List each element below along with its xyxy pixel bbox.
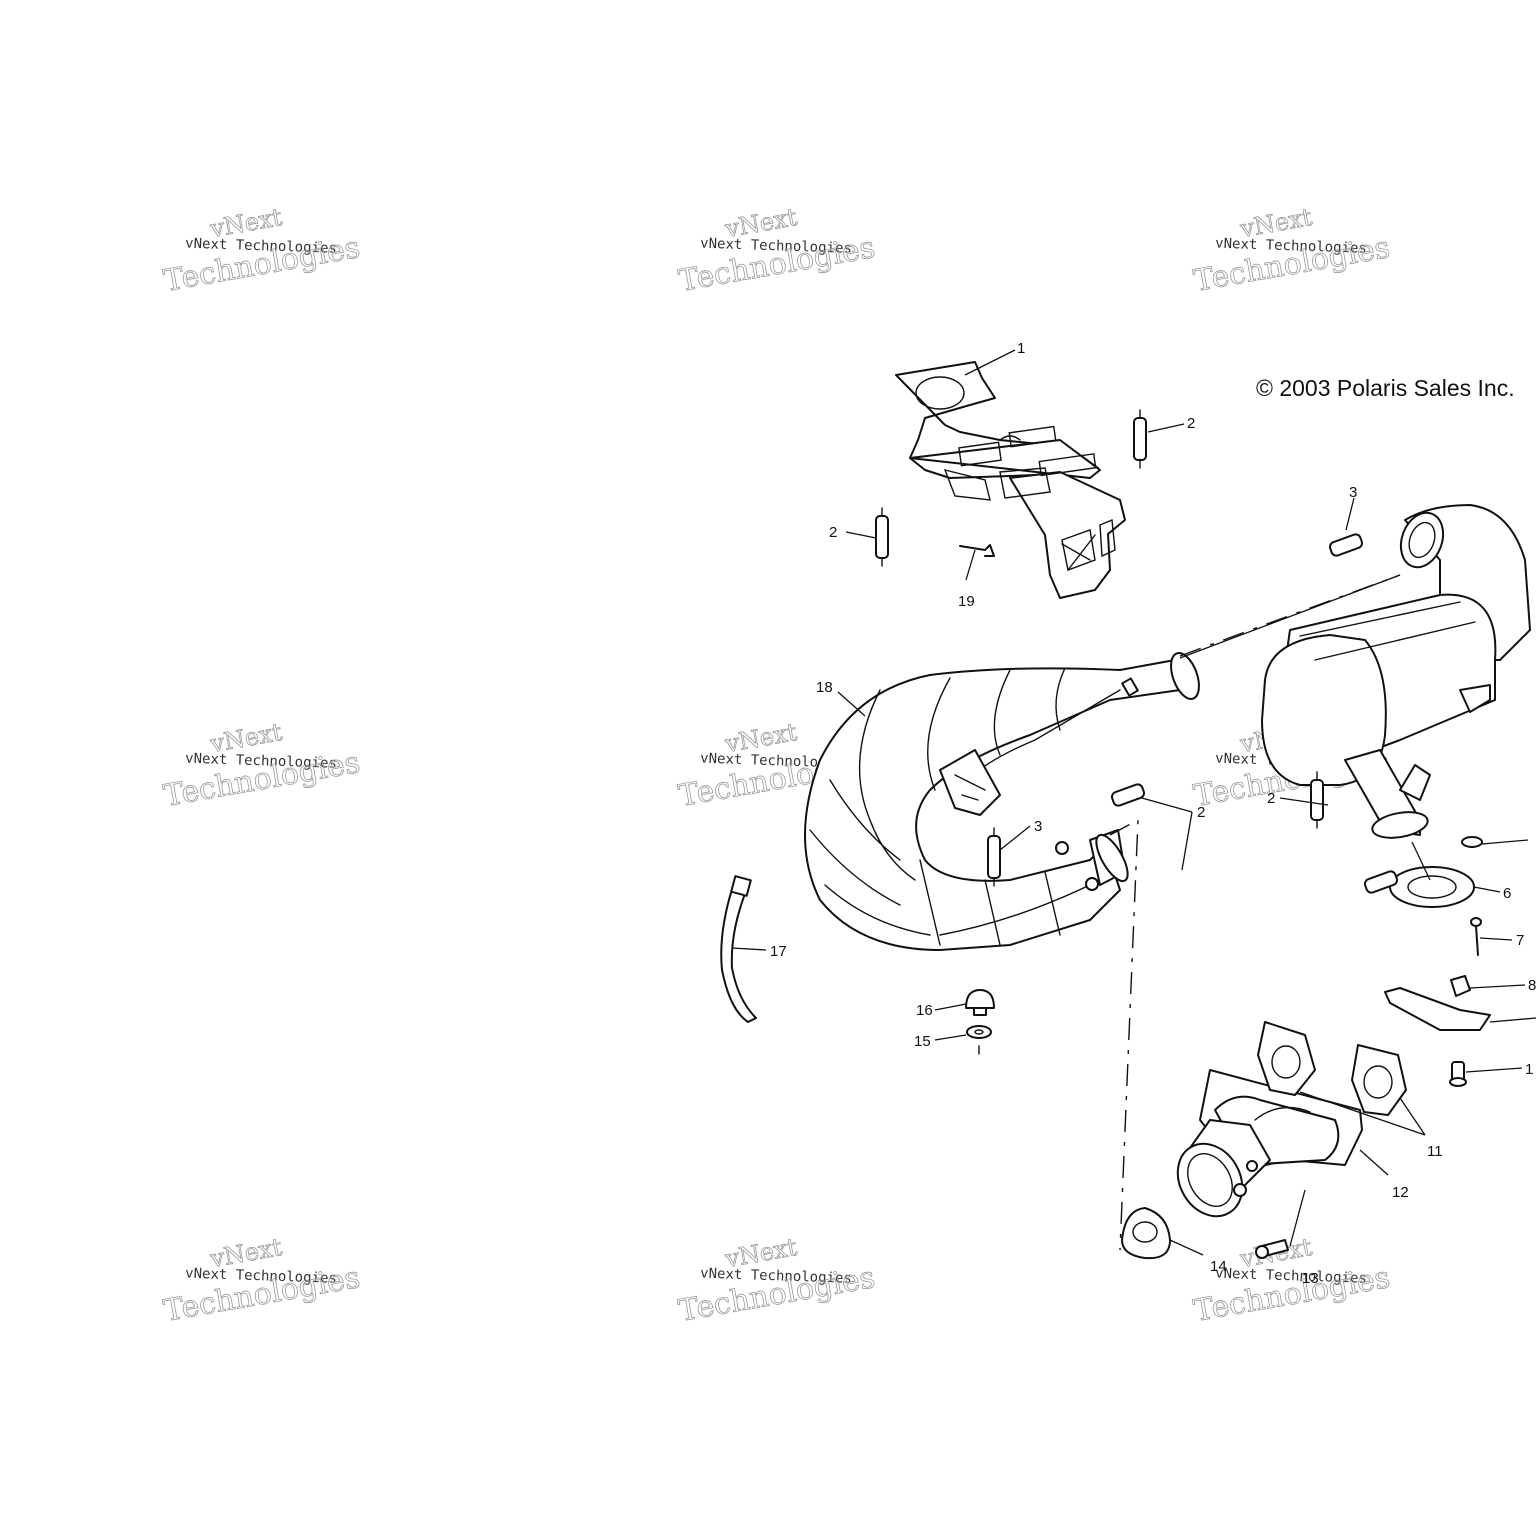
spring-3-lower — [987, 827, 1001, 887]
callout-2-left: 2 — [829, 524, 837, 541]
callout-14: 14 — [1210, 1258, 1227, 1275]
callout-3-upper: 3 — [1349, 484, 1357, 501]
callout-19: 19 — [958, 593, 975, 610]
callout-17: 17 — [770, 943, 787, 960]
callout-13: 13 — [1302, 1270, 1319, 1287]
exhaust-manifold — [1176, 1069, 1363, 1218]
watermark-line2: vNext Technologies — [185, 1266, 337, 1287]
stud — [1255, 1239, 1289, 1259]
gasket-right — [1351, 1044, 1407, 1116]
spring-2-mid-lower — [1363, 870, 1399, 894]
callout-6: 6 — [1503, 885, 1511, 902]
callout-18: 18 — [816, 679, 833, 696]
bolt-10 — [1449, 1061, 1467, 1087]
callout-15: 15 — [914, 1033, 931, 1050]
spring-2-top — [1133, 409, 1147, 469]
callout-2-mid: 2 — [1197, 804, 1205, 821]
watermark-line2: vNext Technologies — [700, 751, 852, 772]
spring-2-left — [875, 507, 889, 567]
leader-lines — [731, 349, 1536, 1256]
alignment-line-manifold — [1109, 818, 1139, 1251]
silencer — [1261, 504, 1531, 839]
watermark-top-center: vNext vNext Technologies Technologies — [676, 203, 878, 300]
expansion-pipe — [804, 652, 1200, 951]
bracket-plate — [1384, 987, 1491, 1031]
clip — [959, 544, 995, 557]
callout-1: 1 — [1017, 340, 1025, 357]
callout-2-top: 2 — [1187, 415, 1195, 432]
strap — [720, 875, 757, 1023]
mounting-bracket — [895, 361, 1126, 599]
watermark-line2: vNext Technologies — [1215, 236, 1367, 257]
washer-right — [1461, 836, 1483, 848]
callout-2-right: 2 — [1267, 790, 1275, 807]
callout-3-lower: 3 — [1034, 818, 1042, 835]
seal-ring — [1121, 1207, 1171, 1260]
callout-8: 8 — [1528, 977, 1536, 994]
callout-16: 16 — [916, 1002, 933, 1019]
callout-12: 12 — [1392, 1184, 1409, 1201]
copyright-notice: © 2003 Polaris Sales Inc. — [1256, 375, 1515, 401]
spring-2-right — [1310, 771, 1324, 829]
spring-2-mid-left — [1110, 783, 1146, 807]
watermark-line2: vNext Technologies — [700, 1266, 852, 1287]
watermark-top-right: vNext vNext Technologies Technologies — [1191, 203, 1393, 300]
washer — [966, 1025, 992, 1055]
callout-7: 7 — [1516, 932, 1524, 949]
watermark-bottom-center: vNext vNext Technologies Technologies — [676, 1233, 878, 1330]
watermark-top-left: vNext vNext Technologies Technologies — [161, 203, 363, 300]
grommet — [1389, 866, 1475, 908]
watermark-bottom-left: vNext vNext Technologies Technologies — [161, 1233, 363, 1330]
callout-11: 11 — [1427, 1143, 1443, 1160]
nut-8 — [1450, 975, 1471, 997]
bolt-7 — [1470, 917, 1482, 956]
callout-10: 1 — [1525, 1061, 1533, 1078]
gasket-left — [1257, 1021, 1316, 1096]
rubber-cap — [965, 989, 995, 1016]
watermark-line2: vNext Technologies — [700, 236, 852, 257]
watermark-line2: vNext Technologies — [1215, 1266, 1367, 1287]
watermark-mid-left: vNext vNext Technologies Technologies — [161, 718, 363, 815]
watermark-line2: vNext Technologies — [185, 751, 337, 772]
watermark-line2: vNext Technologies — [185, 236, 337, 257]
spring-3-upper — [1328, 533, 1364, 557]
